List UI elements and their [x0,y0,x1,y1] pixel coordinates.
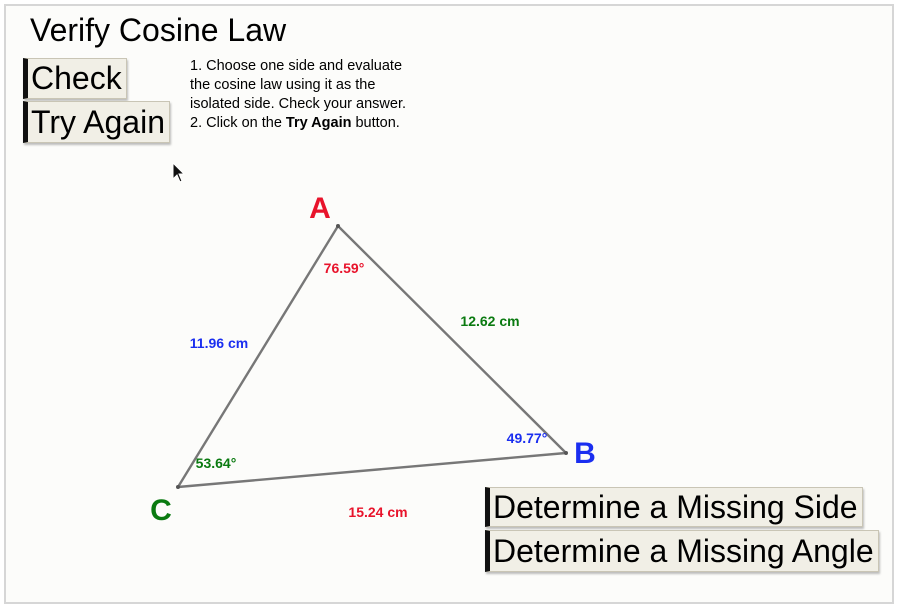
instructions: 1. Choose one side and evaluate the cosi… [190,57,406,133]
vertex-label-b: B [574,437,596,470]
page-title: Verify Cosine Law [30,12,287,48]
vertex-point-c[interactable] [176,485,180,489]
try-again-button[interactable]: Try Again [23,101,170,143]
vertex-label-a: A [309,192,331,225]
triangle-abc [176,224,568,489]
angle-label-a: 76.59° [324,260,365,276]
vertex-label-c: C [150,494,172,527]
instruction-line: the cosine law using it as the [190,77,376,93]
instruction-text: 2. Click on the [190,115,286,131]
instruction-line: 1. Choose one side and evaluate [190,58,403,74]
check-button[interactable]: Check [23,58,127,99]
instruction-bold-text: Try Again [285,115,352,131]
missing-side-button[interactable]: Determine a Missing Side [485,487,863,527]
vertex-point-a[interactable] [336,224,340,228]
side-label-cb: 15.24 cm [348,504,407,520]
missing-angle-button[interactable]: Determine a Missing Angle [485,530,879,572]
instruction-line: 2. Click on the Try Again button. [190,114,406,133]
angle-label-c: 53.64° [196,455,237,471]
angle-label-b: 49.77° [507,430,548,446]
instruction-line: isolated side. Check your answer. [190,96,406,112]
mouse-pointer-icon [172,162,186,183]
instruction-text: button. [351,115,400,131]
vertex-point-b[interactable] [564,451,568,455]
side-label-ac: 11.96 cm [190,335,248,351]
side-label-ab: 12.62 cm [460,313,519,329]
